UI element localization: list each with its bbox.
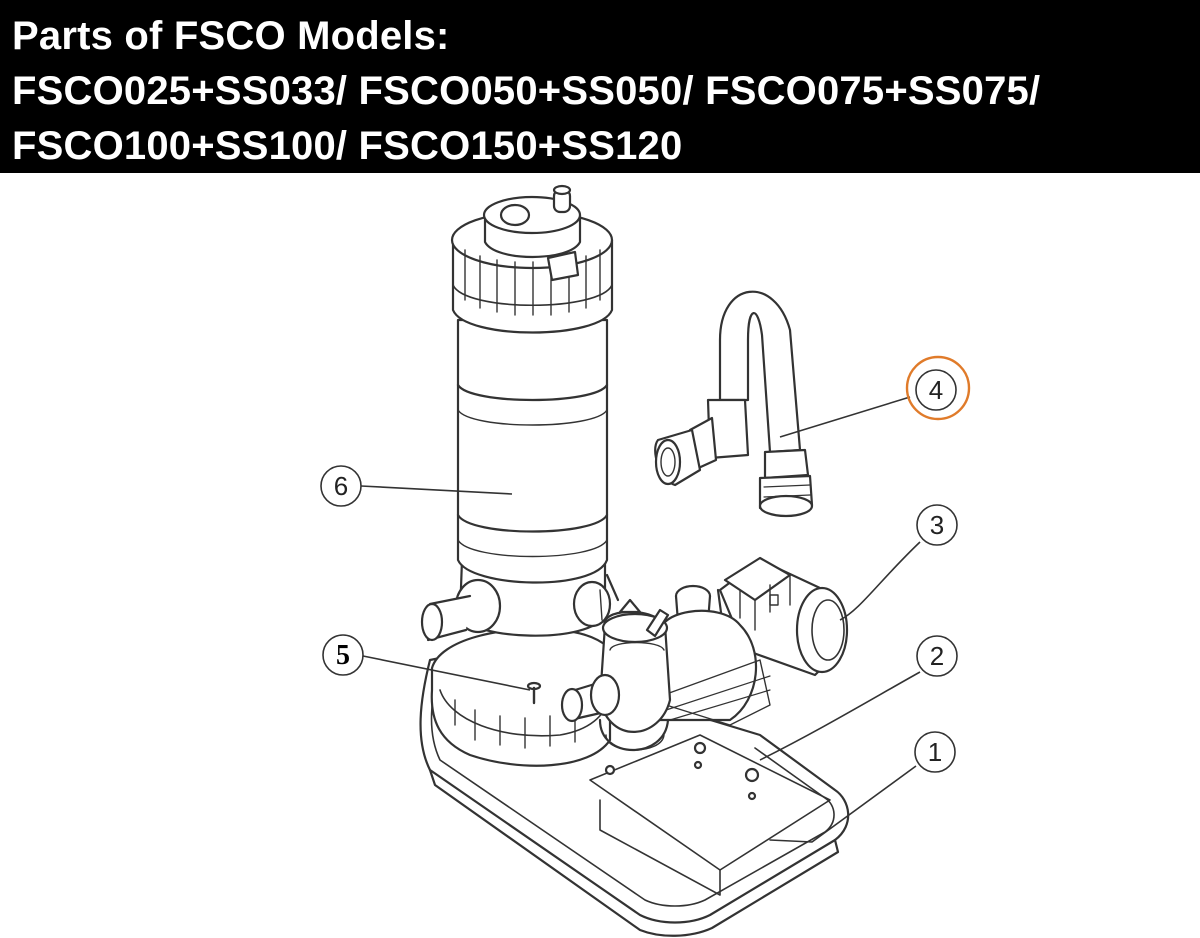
title-line-3: FSCO100+SS100/ FSCO150+SS120 bbox=[12, 124, 683, 168]
title-line-1: Parts of FSCO Models: bbox=[12, 14, 450, 58]
screw bbox=[526, 681, 542, 705]
filter-pump-diagram: 6 5 4 3 2 1 bbox=[320, 184, 971, 937]
callout-4: 4 bbox=[905, 355, 971, 421]
hose-assembly bbox=[654, 290, 814, 518]
highlight-ring bbox=[905, 355, 971, 421]
pump-head-valve bbox=[560, 573, 771, 751]
svg-text:2: 2 bbox=[930, 641, 944, 671]
svg-text:4: 4 bbox=[929, 375, 943, 405]
callout-6: 6 bbox=[320, 465, 362, 507]
title-banner: Parts of FSCO Models: FSCO025+SS033/ FSC… bbox=[0, 0, 1200, 173]
leader-lines bbox=[360, 396, 921, 843]
svg-text:5: 5 bbox=[336, 640, 350, 671]
svg-text:3: 3 bbox=[930, 510, 944, 540]
title-line-2: FSCO025+SS033/ FSCO050+SS050/ FSCO075+SS… bbox=[12, 69, 1041, 113]
callout-5: 5 bbox=[322, 634, 364, 676]
svg-text:1: 1 bbox=[928, 737, 942, 767]
callout-1: 1 bbox=[914, 731, 956, 773]
callout-2: 2 bbox=[916, 635, 958, 677]
base-fasteners bbox=[604, 741, 760, 801]
svg-text:6: 6 bbox=[334, 471, 348, 501]
callout-3: 3 bbox=[916, 504, 958, 546]
filter-cartridge-housing bbox=[420, 184, 614, 642]
